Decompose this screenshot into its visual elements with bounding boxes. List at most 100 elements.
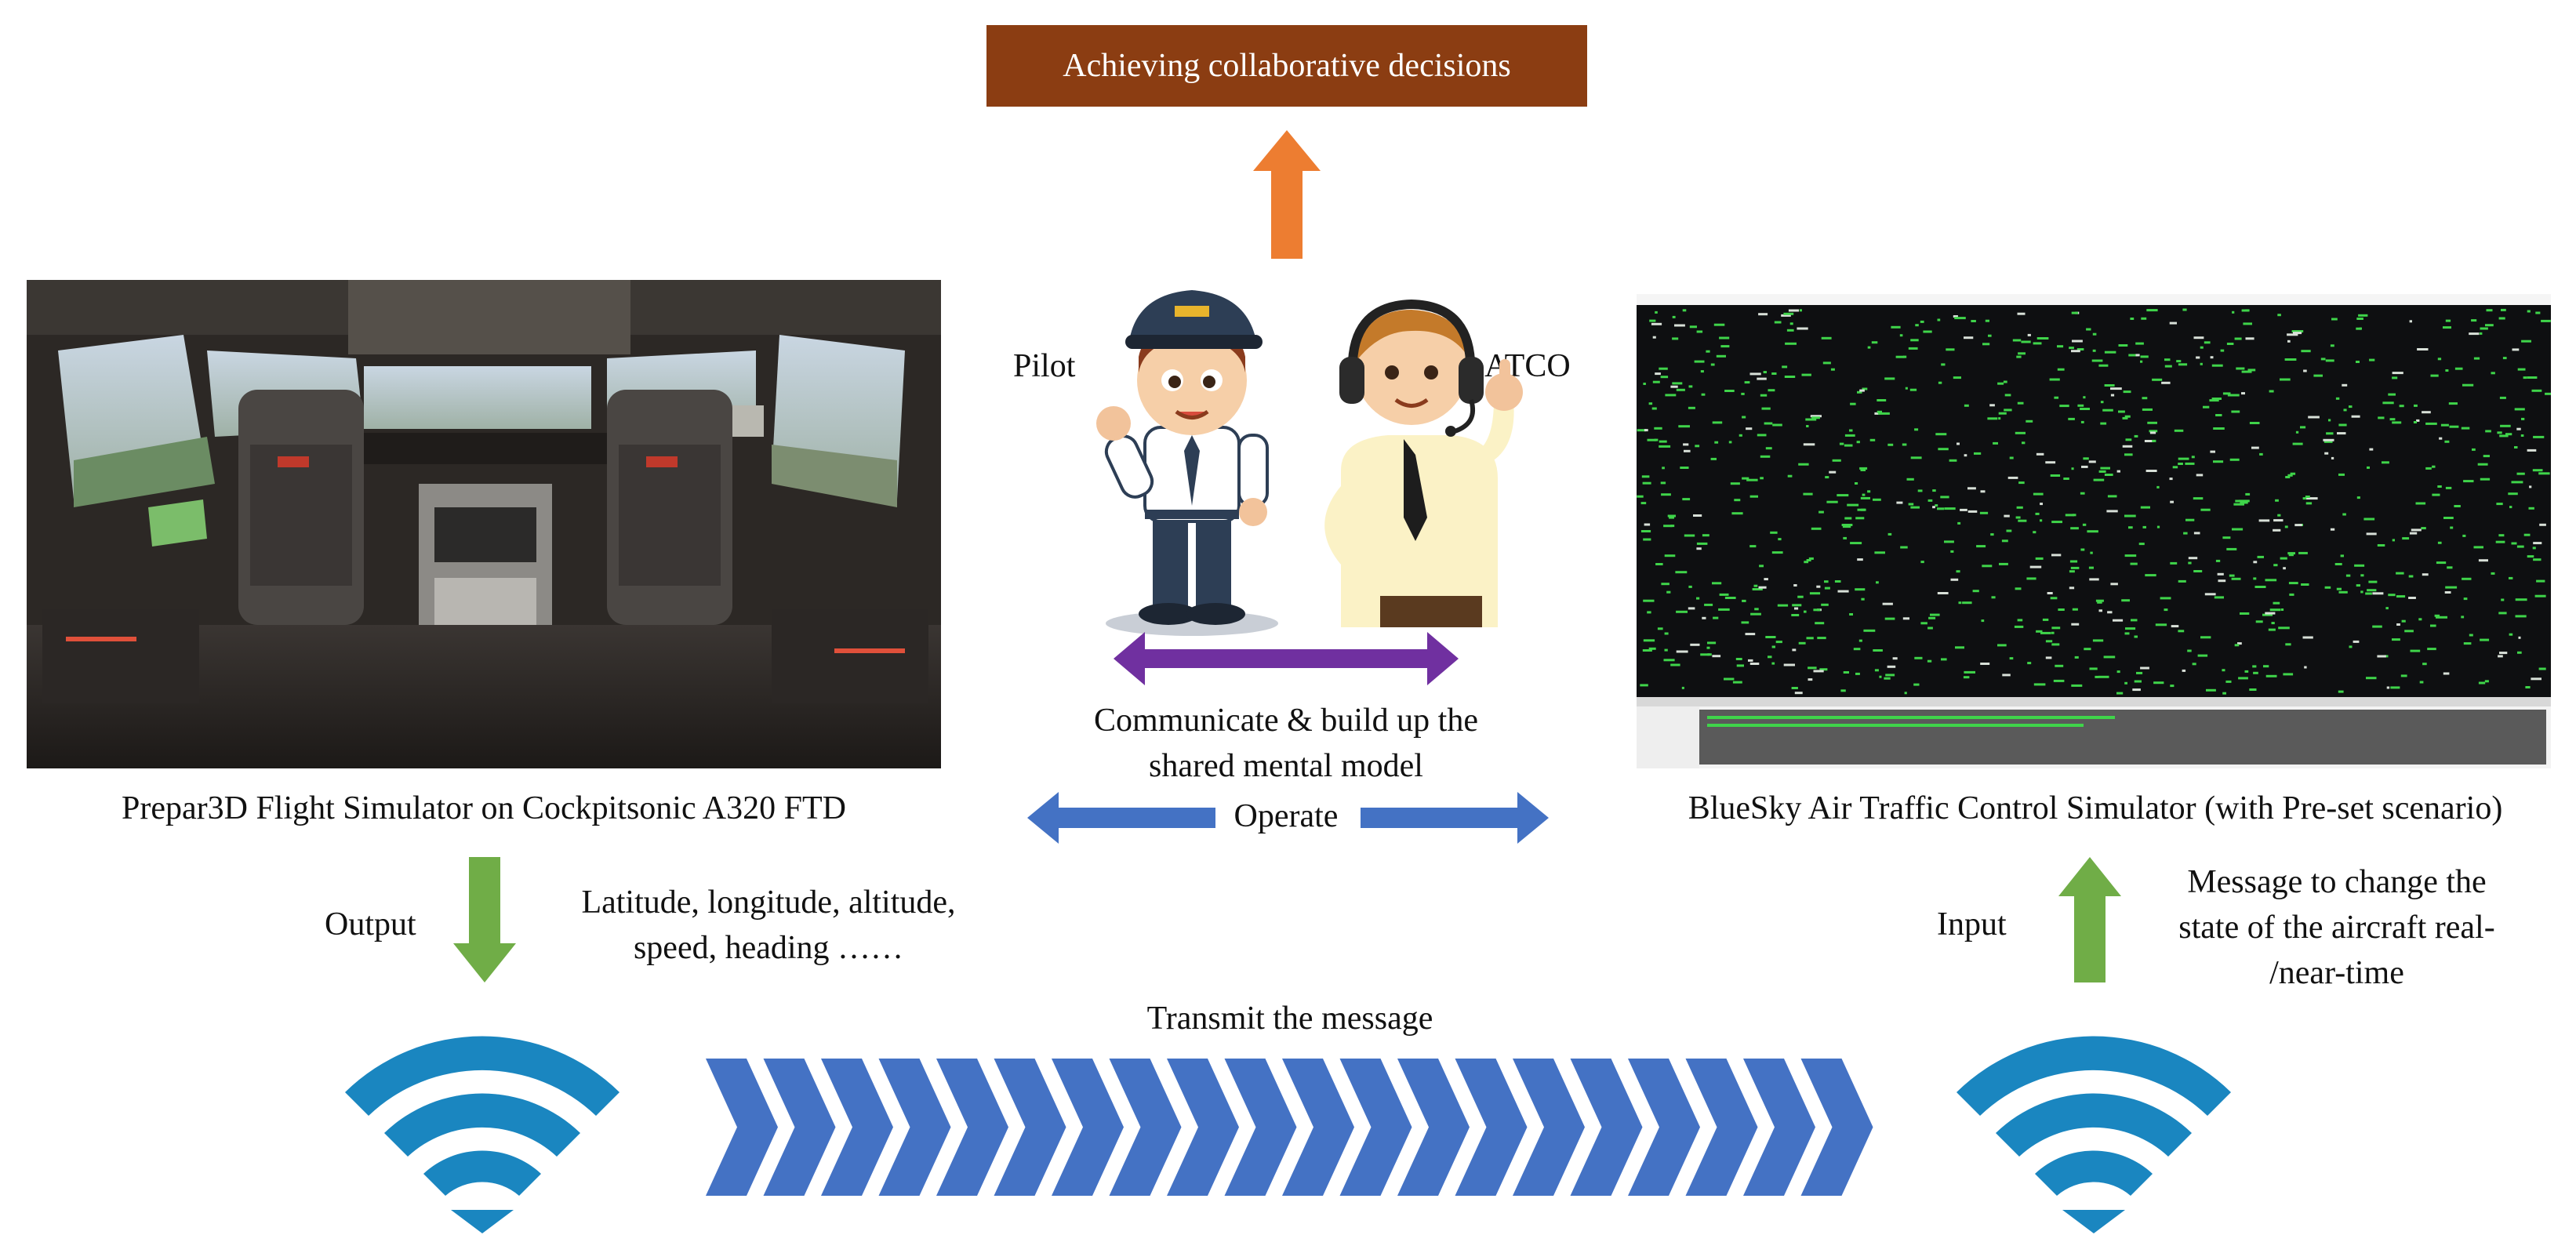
traffic-mark (2461, 616, 2465, 619)
traffic-mark (2343, 409, 2347, 412)
traffic-mark (1771, 372, 1777, 375)
traffic-mark (2054, 396, 2059, 399)
traffic-mark (2057, 368, 2065, 371)
traffic-mark (1953, 315, 1958, 318)
traffic-mark (1991, 596, 1996, 599)
traffic-mark (1682, 309, 1687, 312)
traffic-mark (1674, 324, 1685, 327)
traffic-mark (2072, 608, 2078, 611)
bluesky-screenshot (1637, 280, 2551, 768)
traffic-mark (2545, 392, 2551, 395)
traffic-mark (2338, 473, 2345, 476)
traffic-mark (1861, 597, 1865, 601)
traffic-mark (2354, 564, 2365, 567)
traffic-mark (2416, 419, 2420, 422)
traffic-mark (2147, 421, 2157, 424)
traffic-mark (1678, 425, 1690, 428)
traffic-mark (1987, 417, 1998, 420)
traffic-mark (2015, 431, 2026, 434)
traffic-mark (2280, 608, 2284, 611)
traffic-mark (2128, 526, 2133, 529)
traffic-mark (2036, 630, 2043, 633)
traffic-mark (2402, 537, 2410, 540)
traffic-mark (2036, 337, 2049, 340)
traffic-mark (2445, 586, 2458, 589)
traffic-mark (2017, 401, 2024, 405)
input-desc-line3: /near-time (2269, 955, 2404, 991)
traffic-mark (1657, 627, 1663, 630)
traffic-mark (1783, 663, 1795, 666)
traffic-mark (1753, 584, 1758, 587)
traffic-mark (2443, 517, 2454, 519)
traffic-mark (2004, 409, 2012, 412)
traffic-mark (1749, 663, 1760, 665)
traffic-mark (2136, 671, 2143, 674)
traffic-mark (1832, 459, 1841, 462)
traffic-mark (2026, 577, 2036, 580)
traffic-mark (1649, 319, 1656, 322)
traffic-mark (2132, 688, 2141, 692)
traffic-mark (2182, 308, 2187, 311)
traffic-mark (2532, 469, 2543, 472)
traffic-mark (2243, 322, 2252, 325)
traffic-mark (1701, 393, 1706, 396)
traffic-mark (2217, 572, 2224, 576)
traffic-mark (1824, 580, 1829, 583)
traffic-mark (2245, 492, 2251, 496)
traffic-mark (1998, 412, 2007, 415)
traffic-mark (2240, 612, 2250, 615)
traffic-mark (2033, 531, 2036, 534)
traffic-mark (2161, 381, 2171, 384)
traffic-mark (2390, 686, 2400, 689)
traffic-mark (2203, 405, 2210, 409)
traffic-mark (2240, 501, 2248, 504)
traffic-mark (1895, 355, 1905, 358)
traffic-mark (2087, 530, 2098, 533)
traffic-mark (2188, 561, 2192, 565)
traffic-mark (2015, 516, 2021, 519)
traffic-mark (1927, 659, 1932, 663)
pilot-label: Pilot (1013, 348, 1076, 384)
traffic-mark (2531, 389, 2542, 392)
traffic-mark (1672, 382, 1683, 385)
traffic-mark (2306, 497, 2318, 500)
traffic-mark (2480, 332, 2483, 335)
traffic-mark (2417, 348, 2429, 350)
chevron (936, 1059, 1008, 1196)
traffic-mark (2100, 401, 2104, 404)
traffic-mark (2535, 311, 2541, 314)
traffic-mark (2145, 470, 2157, 472)
traffic-mark (2367, 589, 2377, 592)
traffic-mark (1688, 585, 1692, 588)
traffic-mark (2002, 674, 2011, 677)
traffic-mark (2501, 598, 2505, 601)
chevron (1339, 1059, 1412, 1196)
traffic-mark (1683, 443, 1689, 446)
traffic-mark (1834, 580, 1841, 583)
traffic-mark (2080, 420, 2084, 423)
right-caption: BlueSky Air Traffic Control Simulator (w… (1688, 790, 2503, 826)
traffic-mark (2004, 514, 2010, 518)
traffic-mark (2128, 354, 2138, 357)
traffic-mark (2029, 565, 2042, 568)
traffic-mark (1792, 604, 1802, 607)
traffic-mark (2273, 564, 2278, 567)
traffic-mark (2463, 480, 2474, 483)
traffic-mark (1655, 311, 1658, 314)
traffic-mark (1860, 496, 1870, 499)
traffic-mark (1659, 445, 1671, 448)
traffic-mark (1803, 443, 1815, 446)
traffic-mark (1760, 455, 1771, 458)
traffic-mark (2051, 643, 2060, 646)
traffic-mark (2152, 439, 2156, 442)
traffic-mark (2130, 318, 2135, 320)
traffic-mark (2409, 320, 2412, 323)
traffic-mark (2516, 472, 2525, 475)
traffic-mark (2124, 415, 2131, 418)
traffic-mark (2320, 358, 2326, 361)
traffic-mark (1676, 610, 1688, 613)
traffic-mark (2164, 608, 2168, 612)
traffic-mark (1980, 663, 1990, 665)
traffic-mark (2418, 618, 2422, 621)
traffic-mark (2222, 692, 2226, 695)
